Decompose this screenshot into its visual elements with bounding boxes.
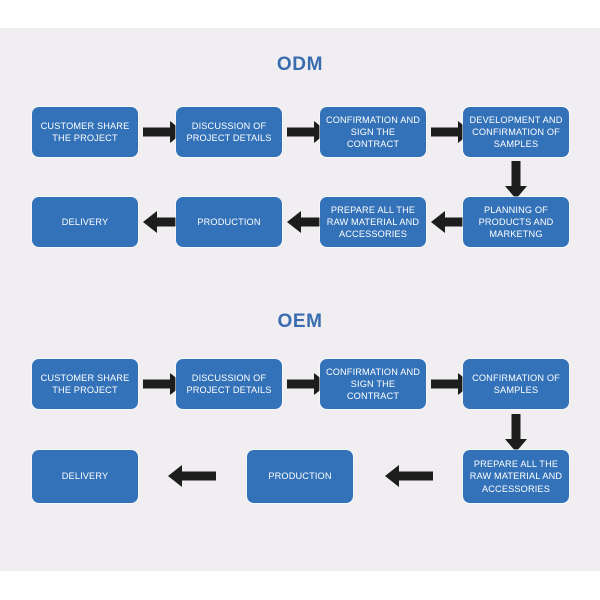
node-odm-r2-1[interactable]: DELIVERY (32, 197, 138, 247)
arrow-odm-down-connector (505, 161, 527, 199)
arrow-shaft (143, 127, 171, 137)
arrow-oem-down-connector (505, 414, 527, 452)
arrow-oem-r2-1 (168, 465, 216, 487)
node-oem-r2-1[interactable]: DELIVERY (32, 450, 138, 503)
arrow-shaft (398, 471, 433, 481)
node-odm-r2-3[interactable]: PREPARE ALL THE RAW MATERIAL AND ACCESSO… (320, 197, 426, 247)
arrow-odm-r2-2 (287, 211, 328, 233)
arrow-shaft (431, 379, 459, 389)
node-odm-r1-4[interactable]: DEVELOPMENT AND CONFIRMATION OF SAMPLES (463, 107, 569, 157)
node-odm-r2-4[interactable]: PLANNING OF PRODUCTS AND MARKETNG (463, 197, 569, 247)
arrow-head (431, 211, 445, 233)
arrow-shaft (431, 127, 459, 137)
node-oem-r2-3[interactable]: PREPARE ALL THE RAW MATERIAL AND ACCESSO… (463, 450, 569, 503)
node-oem-r1-4[interactable]: CONFIRMATION OF SAMPLES (463, 359, 569, 409)
node-odm-r1-1[interactable]: CUSTOMER SHARE THE PROJECT (32, 107, 138, 157)
arrow-head (287, 211, 301, 233)
arrow-shaft (300, 217, 328, 227)
node-odm-r1-3[interactable]: CONFIRMATION AND SIGN THE CONTRACT (320, 107, 426, 157)
arrow-shaft (287, 379, 315, 389)
arrow-shaft (511, 414, 521, 440)
node-odm-r1-2[interactable]: DISCUSSION OF PROJECT DETAILS (176, 107, 282, 157)
arrow-odm-r2-1 (143, 211, 184, 233)
node-oem-r1-1[interactable]: CUSTOMER SHARE THE PROJECT (32, 359, 138, 409)
arrow-shaft (511, 161, 521, 187)
arrow-shaft (444, 217, 472, 227)
arrow-shaft (156, 217, 184, 227)
arrow-shaft (287, 127, 315, 137)
arrow-head (143, 211, 157, 233)
node-oem-r1-2[interactable]: DISCUSSION OF PROJECT DETAILS (176, 359, 282, 409)
node-oem-r2-2[interactable]: PRODUCTION (247, 450, 353, 503)
arrow-shaft (181, 471, 216, 481)
arrow-head (168, 465, 182, 487)
section-title-oem: OEM (277, 311, 323, 332)
arrow-head (385, 465, 399, 487)
flowchart-stage: ODM CUSTOMER SHARE THE PROJECT DISCUSSIO… (0, 28, 600, 571)
arrow-head (505, 186, 527, 199)
arrow-shaft (143, 379, 171, 389)
arrow-odm-r2-3 (431, 211, 472, 233)
section-title-odm: ODM (276, 54, 324, 75)
arrow-oem-r2-2 (385, 465, 433, 487)
arrow-head (505, 439, 527, 452)
node-oem-r1-3[interactable]: CONFIRMATION AND SIGN THE CONTRACT (320, 359, 426, 409)
node-odm-r2-2[interactable]: PRODUCTION (176, 197, 282, 247)
